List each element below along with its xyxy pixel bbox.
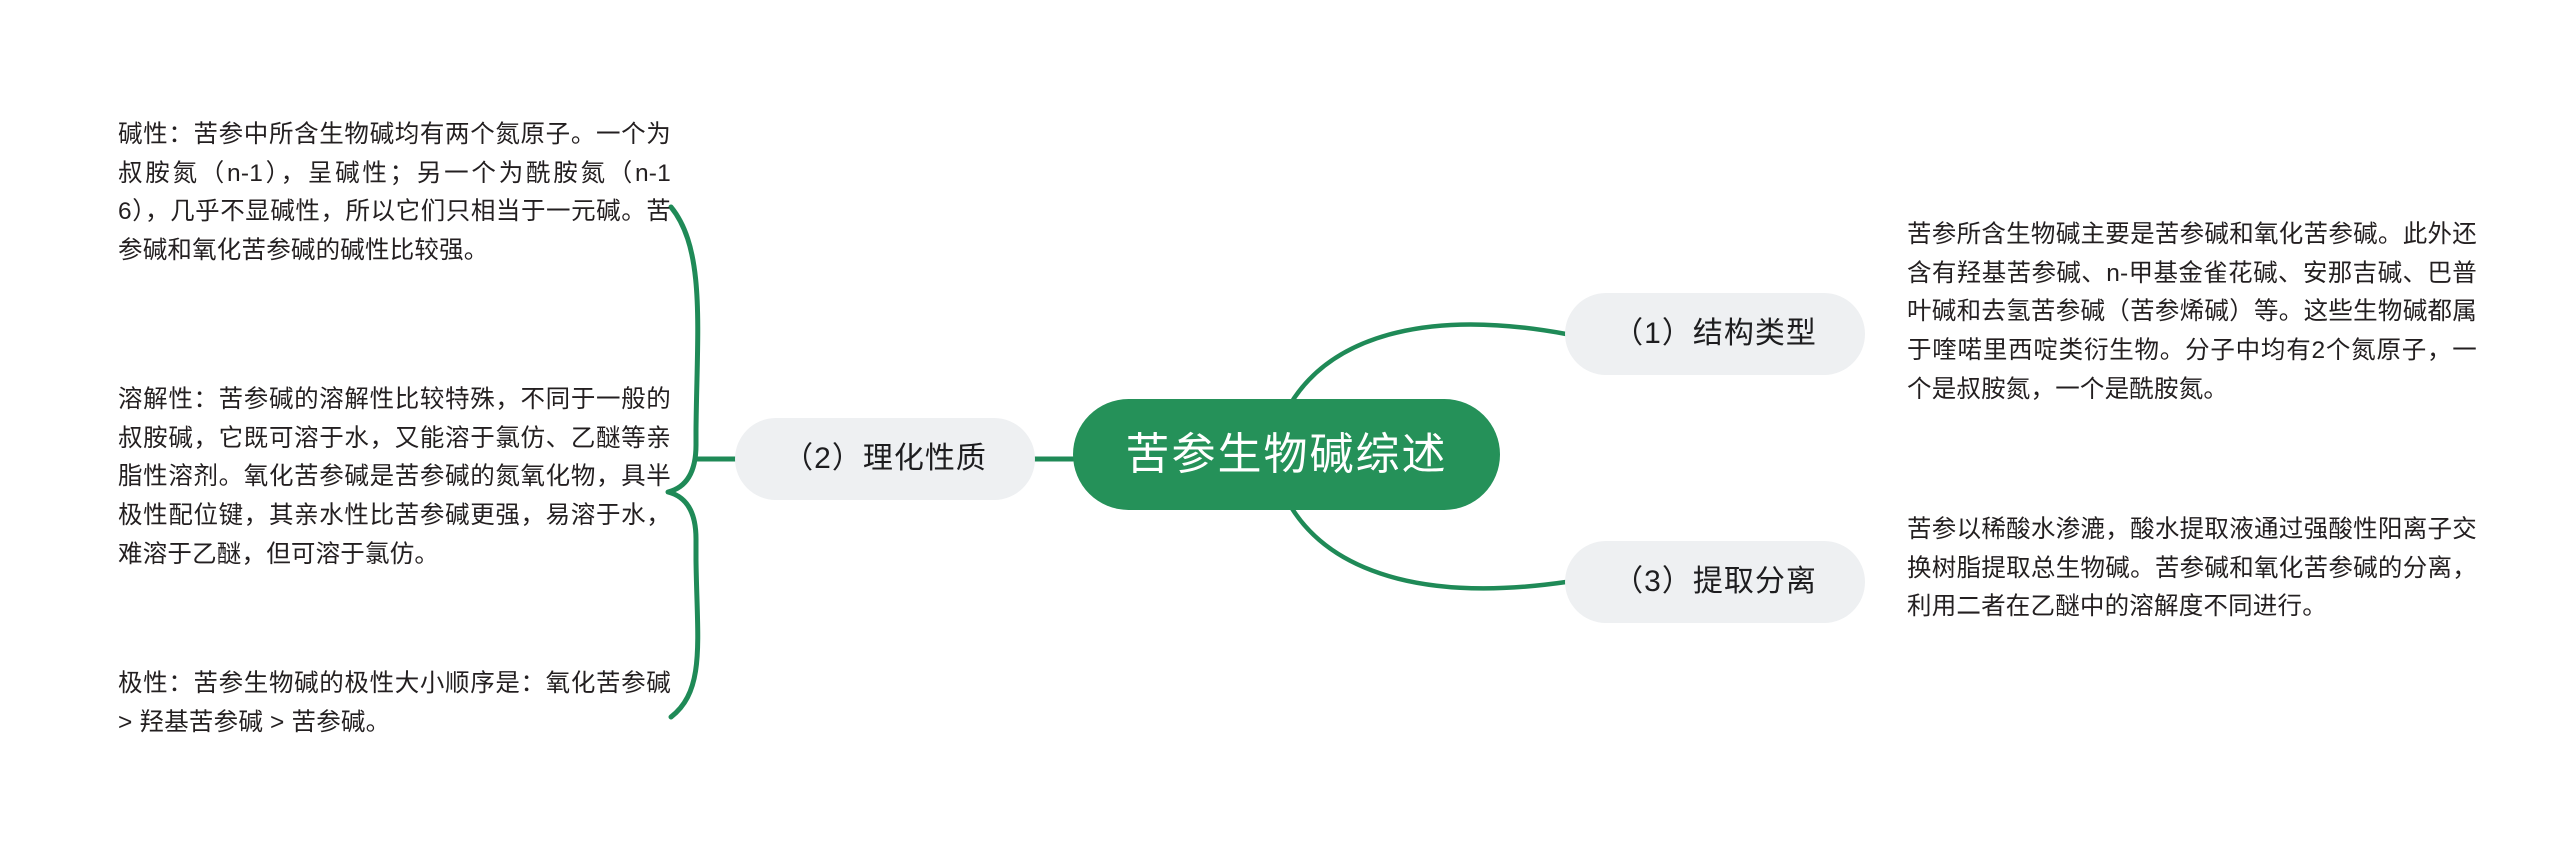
edge-root-to-extraction [1288, 504, 1569, 591]
leaf-text-polarity: 极性：苦参生物碱的极性大小顺序是：氧化苦参碱 > 羟基苦参碱 > 苦参碱。 [118, 670, 671, 736]
edge-root-to-structure [1288, 322, 1569, 406]
leaf-text-basicity: 碱性：苦参中所含生物碱均有两个氮原子。一个为叔胺氮（n-1），呈碱性；另一个为酰… [118, 121, 671, 265]
leaf-text-composition: 苦参所含生物碱主要是苦参碱和氧化苦参碱。此外还含有羟基苦参碱、n-甲基金雀花碱、… [1907, 221, 2477, 403]
brace-left-group [665, 204, 701, 720]
branch-node-structure-label: （1）结构类型 [1613, 317, 1817, 350]
branch-node-properties[interactable]: （2）理化性质 [735, 418, 1035, 500]
branch-node-extraction-label: （3）提取分离 [1613, 565, 1817, 598]
branch-node-extraction[interactable]: （3）提取分离 [1565, 541, 1865, 623]
leaf-text-separation: 苦参以稀酸水渗漉，酸水提取液通过强酸性阳离子交换树脂提取总生物碱。苦参碱和氧化苦… [1907, 516, 2477, 621]
root-node[interactable]: 苦参生物碱综述 [1073, 399, 1500, 510]
root-node-label: 苦参生物碱综述 [1125, 429, 1448, 479]
leaf-text-solubility: 溶解性：苦参碱的溶解性比较特殊，不同于一般的叔胺碱，它既可溶于水，又能溶于氯仿、… [118, 386, 671, 568]
branch-node-properties-label: （2）理化性质 [783, 442, 987, 475]
branch-node-structure[interactable]: （1）结构类型 [1565, 293, 1865, 375]
